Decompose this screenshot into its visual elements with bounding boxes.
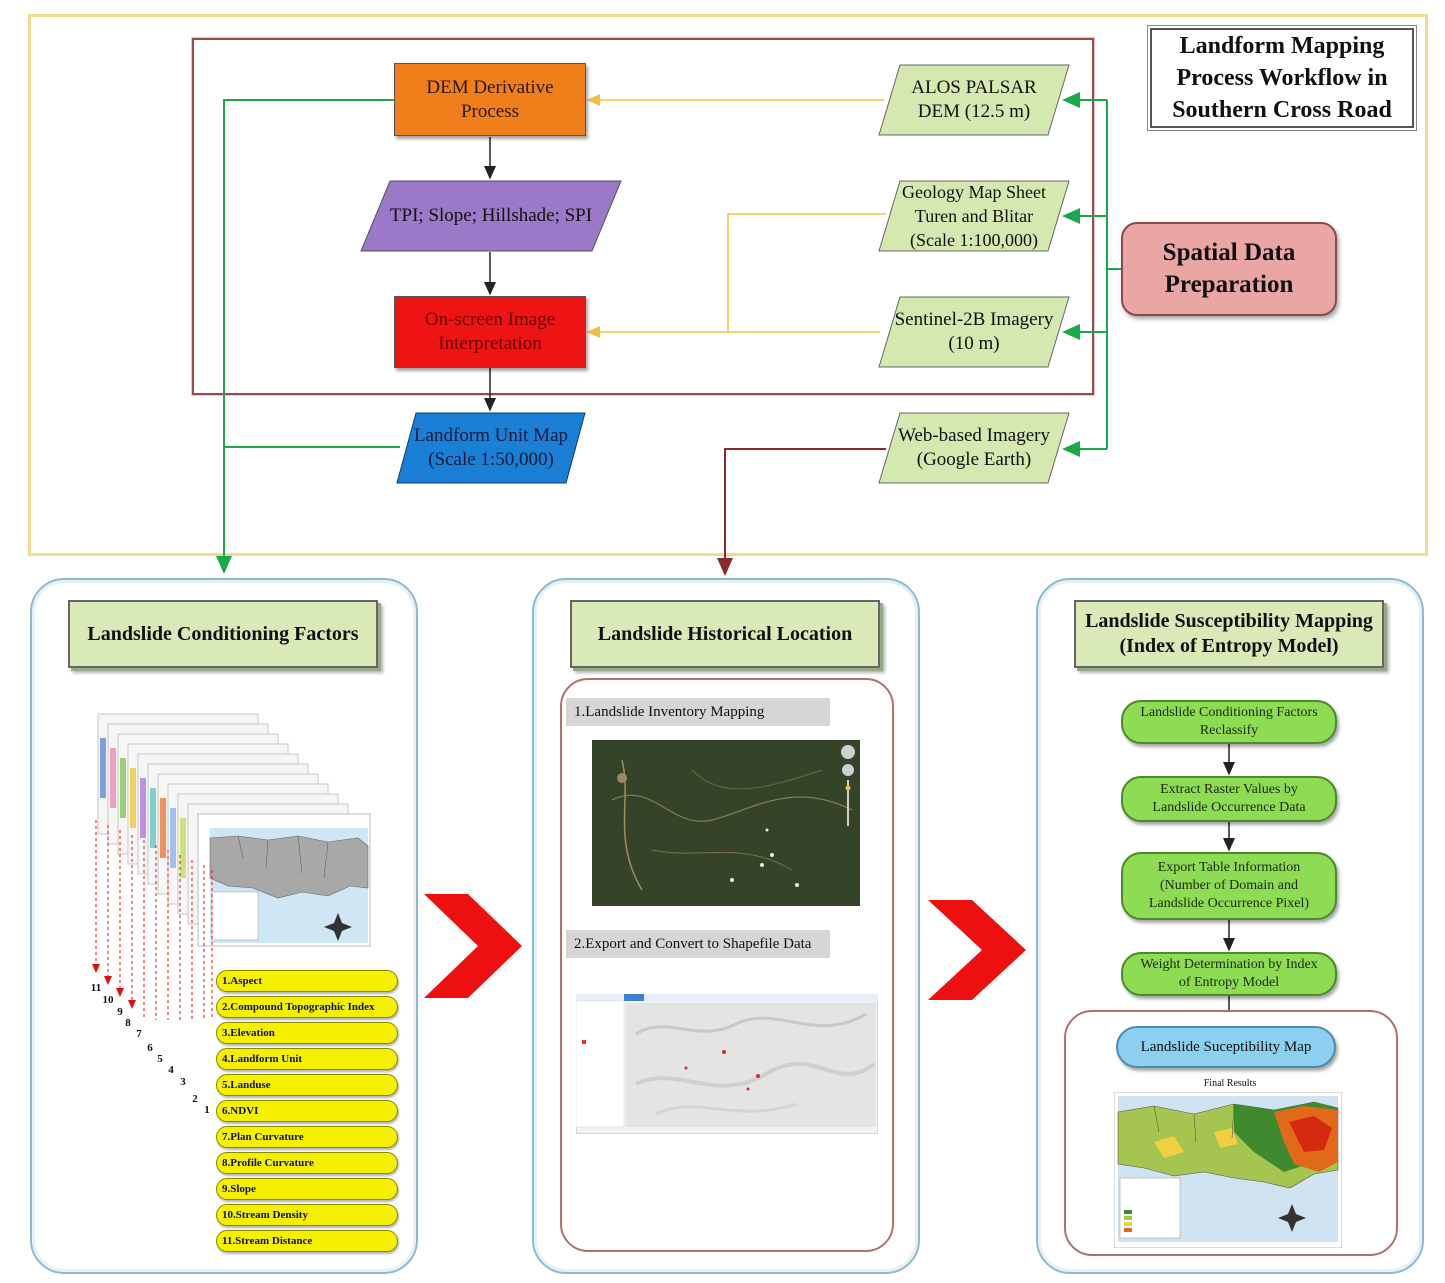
web-to-historical-line: [717, 448, 886, 576]
extract-line-1: Extract Raster Values by: [1160, 782, 1298, 797]
stack-number: 8: [125, 1017, 131, 1029]
alos-palsar-node: ALOS PALSAR DEM (12.5 m): [878, 64, 1070, 136]
export-table-line-3: Landslide Occurrence Pixel): [1148, 896, 1310, 911]
spatial-data-frame: [28, 14, 1428, 556]
reclassify-line-2: Reclassify: [1199, 723, 1259, 738]
workflow-title: Landform Mapping Process Workflow in Sou…: [1147, 25, 1417, 131]
front-map-sheet: [197, 813, 371, 947]
export-table-line-1: Export Table Information: [1157, 860, 1301, 875]
weight-line-1: Weight Determination by Index: [1140, 957, 1318, 972]
web-line-1: Web-based Imagery: [898, 425, 1050, 446]
title-line-1: Landform Mapping: [1179, 33, 1385, 59]
tpi-node: TPI; Slope; Hillshade; SPI: [360, 180, 622, 252]
spatial-line-2: Preparation: [1164, 271, 1294, 298]
gis-software-screenshot: [576, 994, 878, 1134]
dem-to-conditioning-line: [216, 99, 394, 574]
satellite-image: [592, 740, 860, 906]
tpi-shape: [360, 180, 622, 252]
historical-title-text: Landslide Historical Location: [597, 622, 853, 645]
factor-item: 9.Slope: [216, 1178, 398, 1200]
stack-number: 6: [147, 1042, 153, 1054]
onscreen-interpretation-node: On-screen Image Interpretation: [394, 296, 586, 368]
export-table-step: Export Table Information (Number of Doma…: [1121, 852, 1337, 920]
web-imagery-node: Web-based Imagery (Google Earth): [878, 412, 1070, 484]
stack-number: 5: [157, 1053, 163, 1065]
extract-raster-step: Extract Raster Values by Landslide Occur…: [1121, 776, 1337, 822]
sentinel-node: Sentinel-2B Imagery (10 m): [878, 296, 1070, 368]
alos-shape: [878, 64, 1070, 136]
susceptibility-title-line-2: (Index of Entropy Model): [1119, 635, 1339, 657]
spatial-line-1: Spatial Data: [1162, 239, 1296, 266]
factor-item: 10.Stream Density: [216, 1204, 398, 1226]
title-line-3: Southern Cross Road: [1172, 97, 1392, 123]
susceptibility-map-image: [1114, 1092, 1342, 1248]
onscreen-line-2: Interpretation: [438, 333, 542, 354]
susceptibility-title: Landslide Susceptibility Mapping (Index …: [1074, 600, 1384, 668]
stack-number: 10: [102, 994, 114, 1006]
geology-to-onscreen-line: [727, 213, 886, 332]
landform-shape: [396, 412, 586, 484]
web-shape: [878, 412, 1070, 484]
dem-derivative-line-1: DEM Derivative: [426, 76, 554, 98]
export-step-label: 2.Export and Convert to Shapefile Data: [566, 930, 830, 958]
landform-unit-map-node: Landform Unit Map (Scale 1:50,000): [396, 412, 586, 484]
stack-color-strips: [100, 738, 186, 878]
factor-item: 4.Landform Unit: [216, 1048, 398, 1070]
factor-item: 1.Aspect: [216, 970, 398, 992]
tpi-line-1: TPI; Slope; Hillshade; SPI: [389, 205, 593, 226]
factor-item: 2.Compound Topographic Index: [216, 996, 398, 1018]
geology-shape: [878, 180, 1070, 252]
stack-number: 2: [192, 1093, 198, 1105]
sentinel-shape: [878, 296, 1070, 368]
reclassify-line-1: Landslide Conditioning Factors: [1140, 705, 1318, 720]
web-line-2: (Google Earth): [916, 449, 1032, 470]
dem-derivative-node: DEM Derivative Process: [394, 63, 586, 136]
geology-line-2: Turen and Blitar: [914, 206, 1034, 226]
factor-item: 6.NDVI: [216, 1100, 398, 1122]
conditioning-title-text: Landslide Conditioning Factors: [87, 622, 359, 645]
geology-line-3: (Scale 1:100,000): [910, 230, 1038, 250]
extract-line-2: Landslide Occurrence Data: [1152, 800, 1306, 815]
weight-line-2: of Entropy Model: [1178, 975, 1280, 990]
susceptibility-map-node: Landslide Suceptibility Map: [1116, 1026, 1336, 1068]
susceptibility-title-line-1: Landslide Susceptibility Mapping: [1085, 610, 1373, 632]
geology-line-1: Geology Map Sheet: [902, 182, 1046, 202]
factor-item: 11.Stream Distance: [216, 1230, 398, 1252]
alos-line-1: ALOS PALSAR: [911, 77, 1037, 98]
weight-determination-step: Weight Determination by Index of Entropy…: [1121, 952, 1337, 996]
factor-item: 8.Profile Curvature: [216, 1152, 398, 1174]
landform-line-2: (Scale 1:50,000): [428, 449, 554, 470]
final-results-label: Final Results: [1203, 1077, 1257, 1089]
factor-maps-stack: [97, 713, 371, 947]
stack-number: 3: [180, 1076, 186, 1088]
dem-derivative-line-2: Process: [460, 100, 520, 122]
stack-number: 11: [90, 982, 102, 994]
landform-line-1: Landform Unit Map: [413, 425, 569, 446]
factor-item: 5.Landuse: [216, 1074, 398, 1096]
alos-line-2: DEM (12.5 m): [917, 101, 1031, 122]
stack-number: 7: [136, 1028, 142, 1040]
chevron-arrow-icon: [928, 900, 1026, 1000]
stack-number: 9: [117, 1006, 123, 1018]
onscreen-line-1: On-screen Image: [424, 309, 556, 330]
conditioning-factors-title: Landslide Conditioning Factors: [68, 600, 378, 668]
historical-location-title: Landslide Historical Location: [570, 600, 880, 668]
sentinel-line-1: Sentinel-2B Imagery: [894, 309, 1054, 330]
export-table-line-2: (Number of Domain and: [1159, 878, 1299, 893]
sentinel-line-2: (10 m): [948, 333, 1000, 354]
spatial-data-preparation-node: Spatial Data Preparation: [1121, 222, 1337, 316]
stack-number: 4: [168, 1064, 174, 1076]
factor-drop-arrows: [92, 820, 213, 1020]
chevron-arrow-icon: [424, 894, 522, 998]
factor-item: 7.Plan Curvature: [216, 1126, 398, 1148]
stack-number: 1: [204, 1104, 210, 1116]
factor-item: 3.Elevation: [216, 1022, 398, 1044]
inventory-step-label: 1.Landslide Inventory Mapping: [566, 698, 830, 726]
geology-map-node: Geology Map Sheet Turen and Blitar (Scal…: [878, 180, 1070, 252]
title-line-2: Process Workflow in: [1176, 65, 1388, 91]
reclassify-step: Landslide Conditioning Factors Reclassif…: [1121, 700, 1337, 744]
